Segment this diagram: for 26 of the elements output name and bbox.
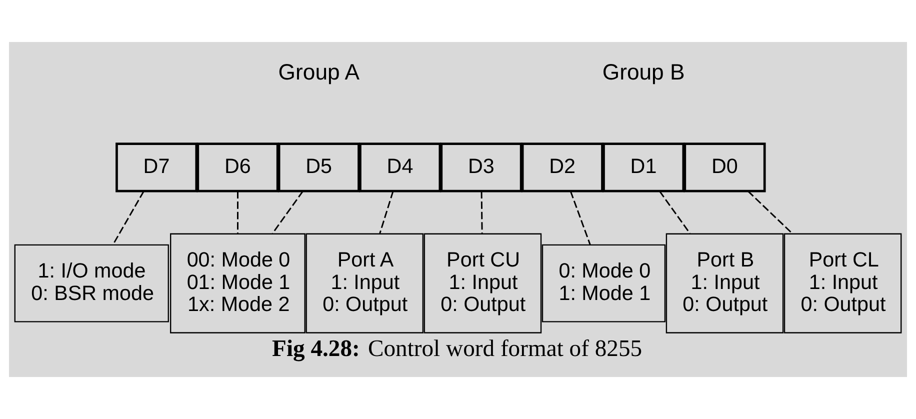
node-box: Port CU 1: Input 0: Output: [424, 233, 542, 334]
connector: [480, 191, 483, 234]
connector: [570, 190, 591, 246]
node-box: D3: [440, 142, 522, 192]
node-box: 1: I/O mode 0: BSR mode: [14, 244, 169, 322]
connector: [237, 191, 238, 234]
node-box: Port A 1: Input 0: Output: [306, 233, 424, 334]
node-box: D7: [116, 142, 198, 192]
node-box: Port CL 1: Input 0: Output: [784, 233, 902, 334]
connector: [748, 190, 793, 234]
node-box: D0: [684, 142, 766, 192]
label: Group A: [278, 60, 360, 85]
node-box: D5: [278, 142, 360, 192]
connector: [272, 190, 304, 234]
connector: [379, 191, 394, 234]
node-box: D2: [521, 142, 604, 192]
node-box: D4: [359, 142, 442, 192]
node-box: 00: Mode 0 01: Mode 1 1x: Mode 2: [170, 233, 306, 334]
node-box: D6: [196, 142, 279, 192]
label: Group B: [602, 60, 685, 85]
caption: Fig 4.28: Control word format of 8255: [272, 336, 642, 362]
node-box: 0: Mode 0 1: Mode 1: [542, 244, 666, 322]
node-box: D1: [602, 142, 685, 192]
connector: [112, 190, 144, 246]
node-box: Port B 1: Input 0: Output: [666, 233, 784, 334]
connector: [659, 190, 691, 234]
